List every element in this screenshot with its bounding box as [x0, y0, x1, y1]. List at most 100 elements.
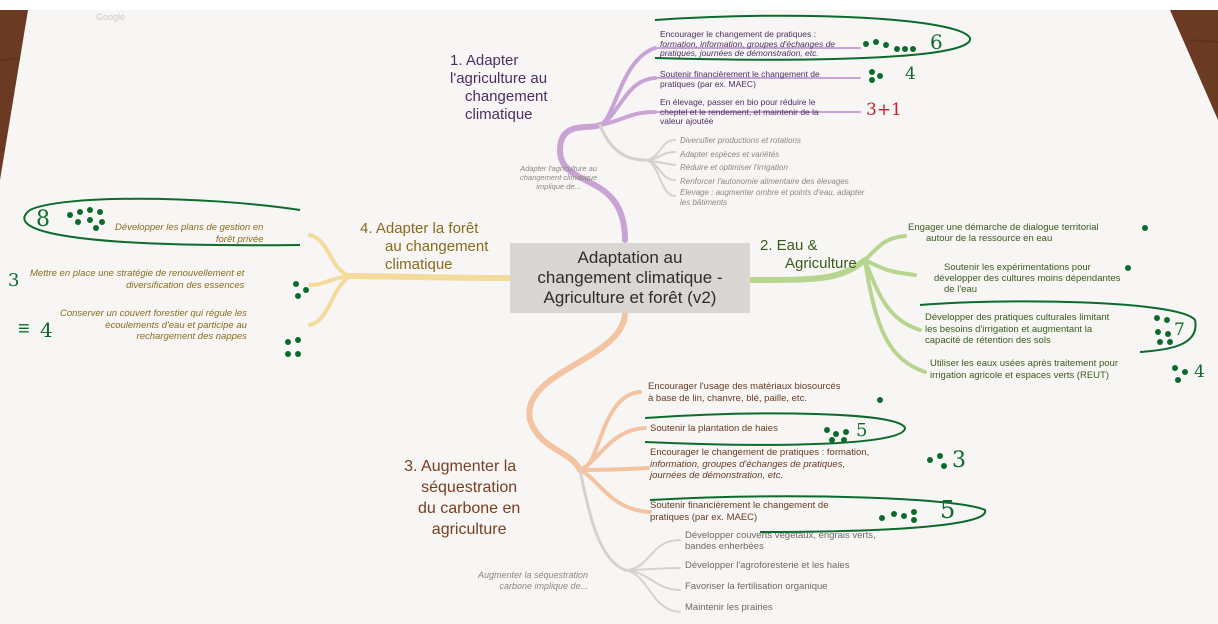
branch3-title-line-3: du carbone en	[418, 500, 521, 517]
center-title: Adaptation au changement climatique - Ag…	[510, 248, 750, 308]
branch1-implies-item-6: les bâtiments	[680, 198, 728, 207]
branch1-title: 1. Adapter l'agriculture au changement c…	[440, 52, 548, 124]
branch3-item-4-vote: 5	[940, 496, 956, 524]
branch2-item-2-line-3: de l'eau	[944, 284, 977, 295]
branch3-implies-label-line-2: carbone implique de...	[499, 581, 589, 591]
branch2-title-line-2: Agriculture	[785, 255, 857, 272]
branch3-item-3-vote: 3	[952, 448, 966, 473]
branch4-item-3-line-3: rechargement des nappes	[136, 331, 247, 342]
center-line-2: changement climatique -	[537, 268, 723, 287]
branch2-item-3-vote: 7	[1174, 320, 1185, 340]
branch3-title-line-2: séquestration	[421, 479, 518, 496]
branch2-item-4-line-2: irrigation agricole et espaces verts (RE…	[930, 369, 1109, 381]
branch2-item-3: Développer des pratiques culturales limi…	[925, 312, 1109, 347]
branch3-implies-item-1: Développer couverts végétaux, engrais ve…	[685, 530, 876, 541]
top-white-strip	[0, 0, 1218, 10]
branch1-item-1-line-1: Encourager le changement de pratiques :	[660, 29, 816, 39]
branch1-item-3-line-1: En élevage, passer en bio pour réduire l…	[660, 97, 816, 107]
branch3-item-3: Encourager le changement de pratiques : …	[650, 447, 869, 482]
branch4-item-1-vote: 8	[36, 207, 50, 232]
branch1-item-2-line-2: pratiques (par ex. MAEC)	[660, 78, 756, 89]
branch4-item-2-line-1: Mettre en place une stratégie de renouve…	[30, 268, 245, 279]
branch3-title-line-1: 3. Augmenter la	[404, 458, 517, 475]
branch2-item-4: Utiliser les eaux usées après traitement…	[930, 358, 1118, 381]
branch3-implies-item-4: Favoriser la fertilisation organique	[685, 581, 828, 592]
branch4-item-3: Conserver un couvert forestier qui régul…	[60, 308, 247, 343]
branch1-item-3: En élevage, passer en bio pour réduire l…	[660, 97, 819, 127]
branch3-item-2-vote: 5	[856, 420, 868, 441]
branch4-item-3-line-1: Conserver un couvert forestier qui régul…	[60, 308, 247, 319]
branch2-title: 2. Eau & Agriculture	[760, 237, 857, 273]
branch4-item-1-line-1: Développer les plans de gestion en	[115, 222, 264, 233]
center-line-3: Agriculture et forêt (v2)	[543, 288, 717, 307]
branch1-title-line-4: climatique	[465, 106, 533, 123]
branch1-implies-item-4: Renforcer l'autonomie alimentaire des él…	[680, 176, 849, 186]
branch3-item-4-line-1: Soutenir financièrement le changement de	[650, 500, 829, 511]
branch4-item-1: Développer les plans de gestion en forêt…	[115, 222, 263, 245]
branch1-implies-item-3: Réduire et optimiser l'irrigation	[680, 163, 788, 172]
ink-loops	[23, 14, 1197, 533]
connectors	[308, 46, 927, 613]
branch1-implies-item-1: Diversifier productions et rotations	[680, 136, 801, 145]
branch2-item-2-line-1: Soutenir les expérimentations pour	[944, 262, 1091, 273]
branch1-item-2-line-1: Soutenir financièrement le changement de	[660, 69, 820, 79]
branch4-crossed-mark: ≡	[18, 318, 30, 340]
branch1-title-line-2: l'agriculture au	[450, 70, 548, 87]
branch3-item-1-line-2: à base de lin, chanvre, blé, paille, etc…	[648, 392, 807, 404]
branch2-item-1-line-1: Engager une démarche de dialogue territo…	[908, 222, 1099, 233]
branch3-item-3-line-3: journées de démonstration, etc.	[650, 470, 784, 481]
center-box	[510, 243, 750, 313]
branch2-item-3-line-3: capacité de rétention des sols	[925, 335, 1051, 346]
branch1-implies-item-2: Adapter espèces et variétés	[680, 149, 780, 159]
branch4-title-line-3: climatique	[385, 256, 453, 273]
branch3-item-2: Soutenir la plantation de haies	[650, 423, 778, 434]
branch4-item-2: Mettre en place une stratégie de renouve…	[30, 268, 244, 291]
branch3-implies-item-5: Maintenir les prairies	[685, 602, 773, 613]
branch1-implies-label: Adapter l'agriculture au changement clim…	[520, 164, 597, 191]
branch1-item-3-line-2: cheptel et le rendement, et maintenir de…	[660, 106, 819, 117]
branch4-item-2-vote: 3	[8, 270, 20, 291]
branch1-title-line-1: 1. Adapter	[450, 52, 519, 69]
branch4-title: 4. Adapter la forêt au changement climat…	[360, 220, 488, 274]
corner-faint-text: Google	[96, 12, 126, 22]
branch2-item-3-line-2: les besoins d'irrigation et augmentant l…	[925, 323, 1093, 335]
vote-dots	[67, 39, 1188, 523]
branch1-implies-label-line-2: changement climatique	[520, 173, 598, 182]
branch2-item-1: Engager une démarche de dialogue territo…	[908, 222, 1099, 244]
paper-sheet	[0, 10, 1218, 624]
branch2-item-2-line-2: développer des cultures moins dépendante…	[934, 273, 1121, 284]
branch2-item-1-line-2: autour de la ressource en eau	[926, 233, 1053, 244]
branch1-implies-label-line-3: implique de...	[536, 182, 581, 191]
branch3-title-line-4: agriculture	[431, 521, 507, 538]
branch1-item-3-vote: 3+1	[866, 100, 902, 120]
branch1-item-2: Soutenir financièrement le changement de…	[660, 69, 820, 89]
branch2-item-4-line-1: Utiliser les eaux usées après traitement…	[930, 358, 1118, 369]
branch1-implies-item-5: Elevage : augmenter ombre et points d'ea…	[680, 188, 865, 197]
branch3-item-3-line-1: Encourager le changement de pratiques : …	[650, 447, 870, 458]
branch2-title-line-1: 2. Eau &	[760, 237, 818, 254]
branch3-implies-item-2: bandes enherbées	[685, 541, 764, 552]
branch4-item-3-line-2: écoulements d'eau et participe au	[105, 319, 247, 331]
branch1-item-1-line-2: formation, information, groupes d'échang…	[660, 38, 836, 49]
branch1-item-1: Encourager le changement de pratiques : …	[660, 29, 836, 59]
branch1-implies-label-line-1: Adapter l'agriculture au	[520, 164, 598, 173]
branch3-item-1-line-1: Encourager l'usage des matériaux biosour…	[648, 381, 841, 392]
branch1-implies-list: Diversifier productions et rotations Ada…	[680, 134, 864, 208]
branch4-item-1-line-2: forêt privée	[215, 233, 264, 245]
branch2-item-2: Soutenir les expérimentations pour dével…	[934, 262, 1120, 295]
branch3-item-1: Encourager l'usage des matériaux biosour…	[648, 381, 840, 404]
center-line-1: Adaptation au	[577, 248, 683, 267]
branch1-item-2-vote: 4	[905, 64, 916, 84]
branch3-title: 3. Augmenter la séquestration du carbone…	[400, 456, 520, 540]
branch3-implies-list: Développer couverts végétaux, engrais ve…	[685, 530, 876, 613]
branch4-item-3-vote: 4	[40, 318, 53, 342]
branch4-item-2-line-2: diversification des essences	[126, 279, 245, 291]
branch1-item-1-vote: 6	[930, 30, 943, 54]
branch1-title-line-3: changement	[465, 88, 548, 105]
branch1-item-1-line-3: pratiques, journées de démonstration, et…	[660, 48, 819, 58]
branch3-implies-label-line-1: Augmenter la séquestration	[478, 570, 589, 580]
branch4-title-line-1: 4. Adapter la forêt	[360, 220, 479, 237]
branch3-implies-item-3: Développer l'agroforesterie et les haies	[685, 560, 850, 571]
branch3-item-4: Soutenir financièrement le changement de…	[650, 500, 829, 523]
